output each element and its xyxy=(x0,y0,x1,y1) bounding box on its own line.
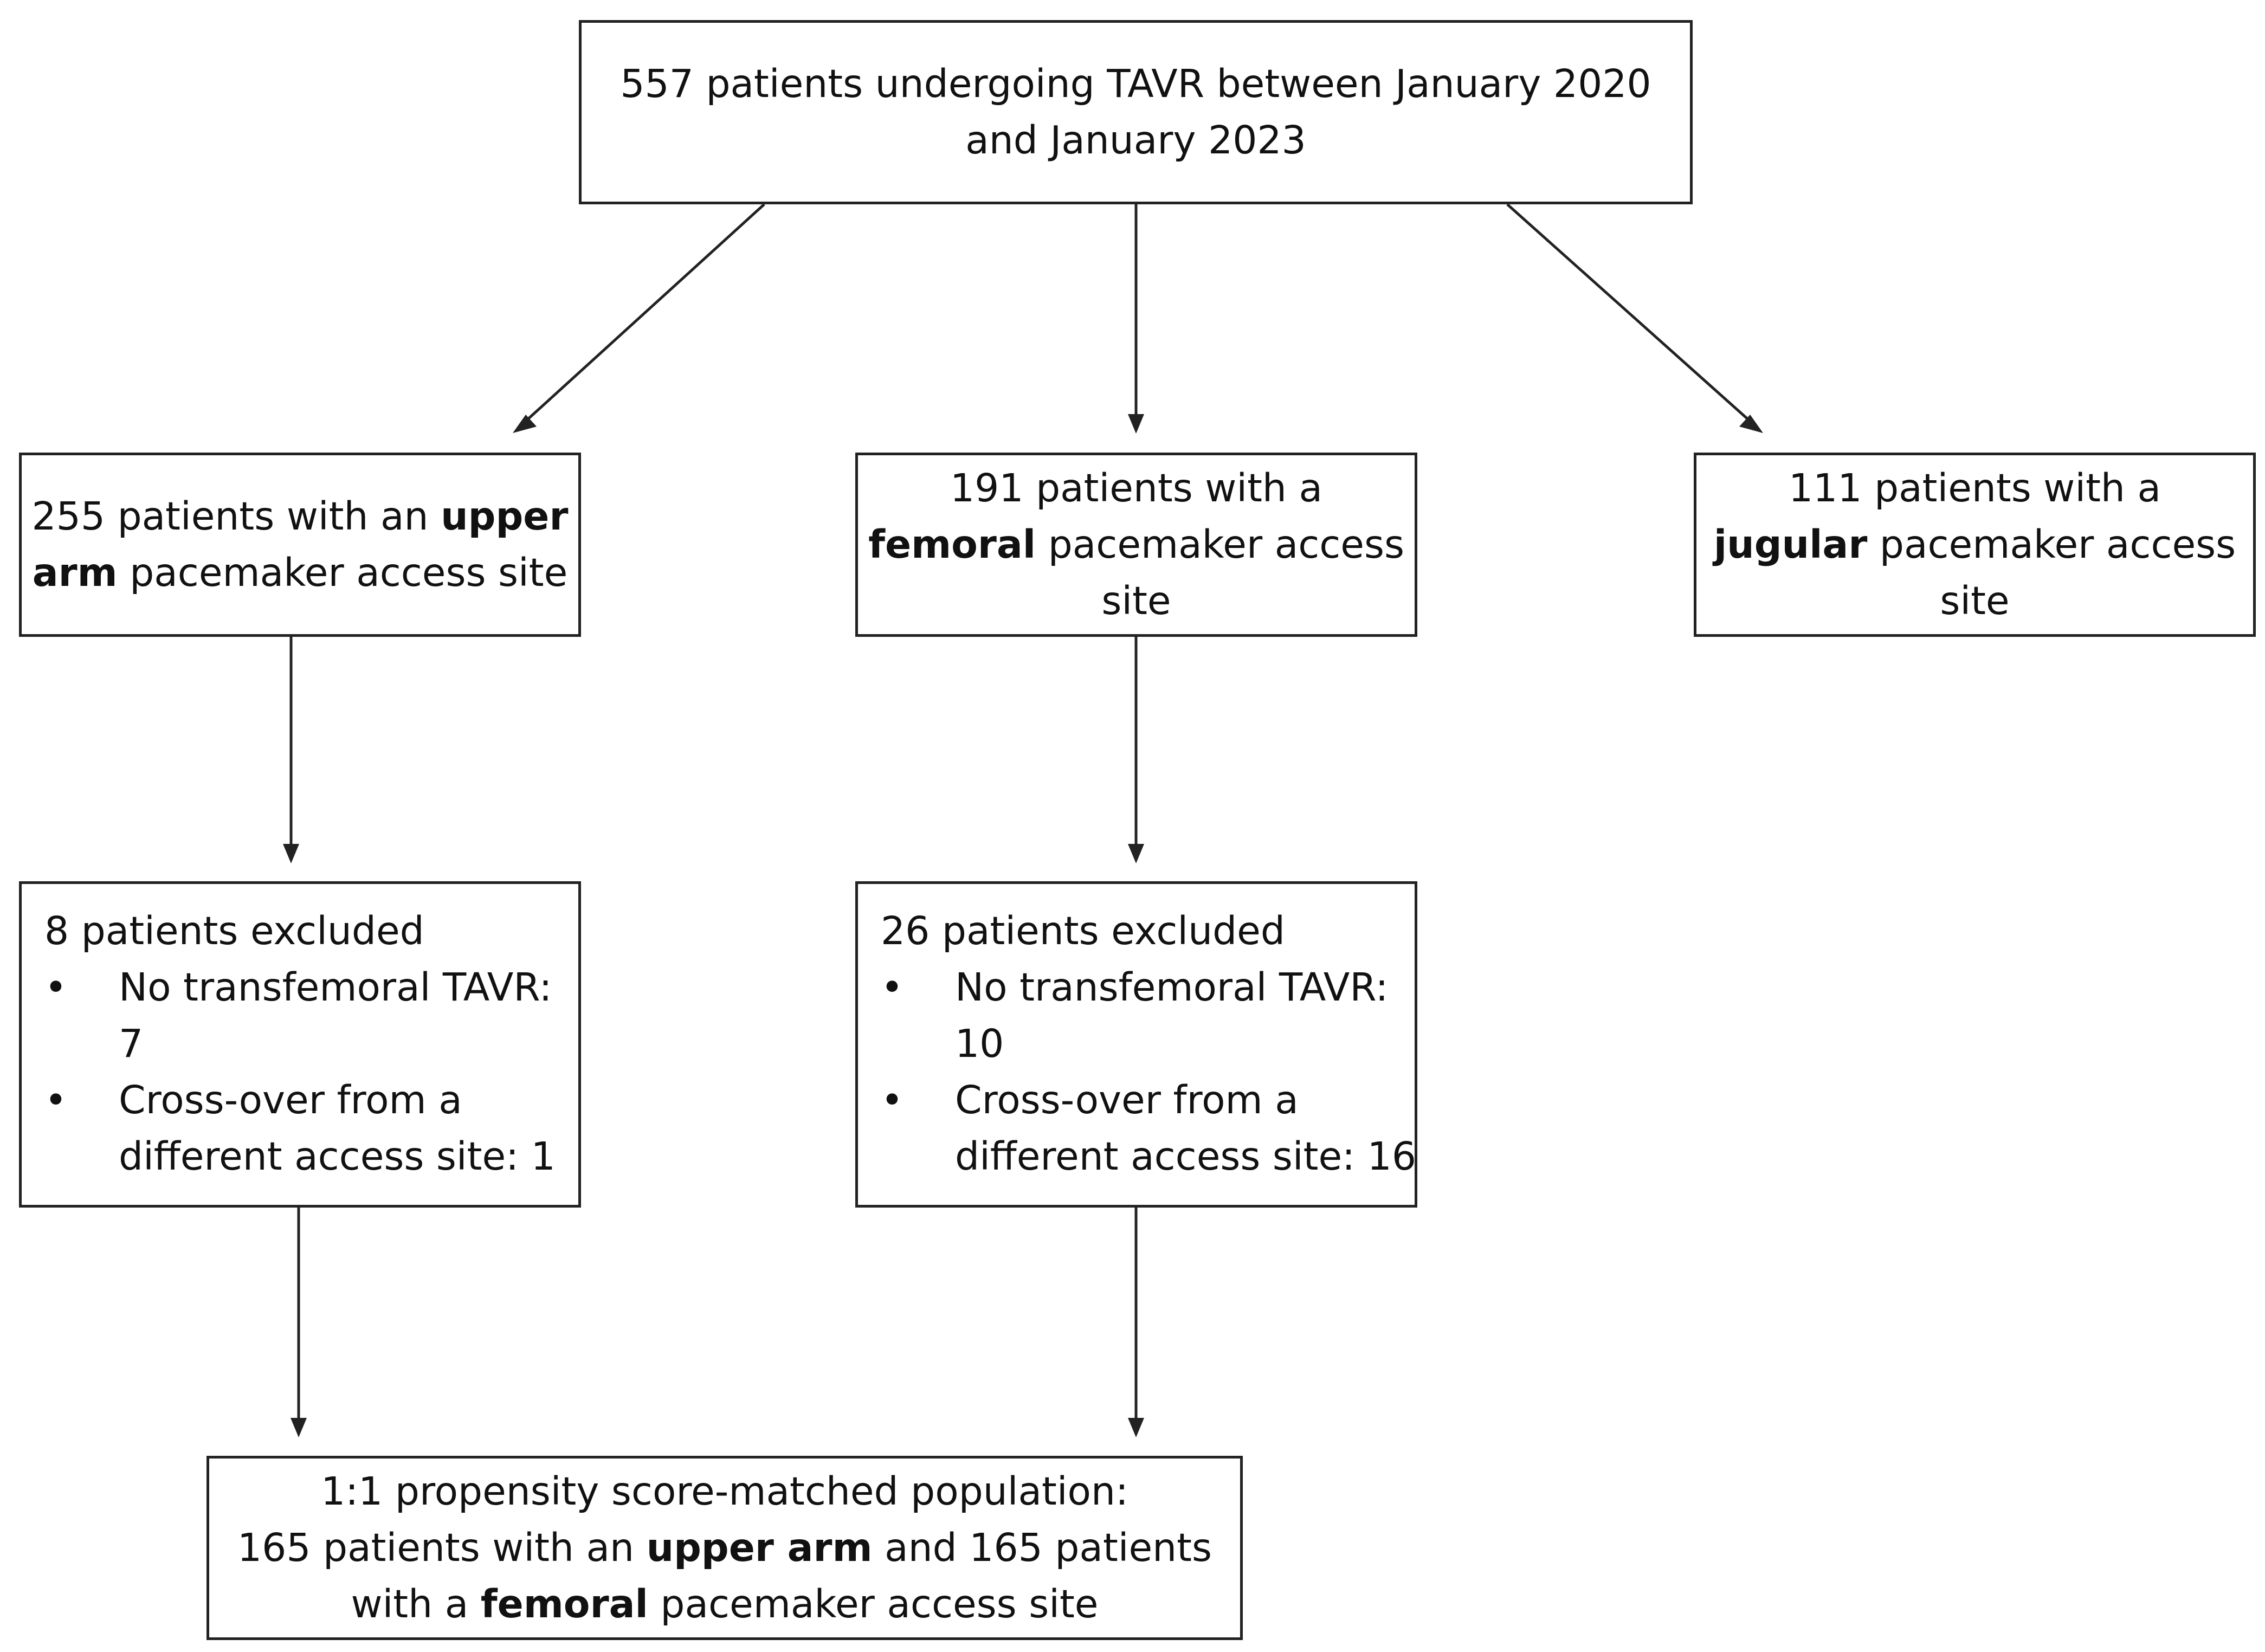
upper-arm-line-1: 255 patients with an upper xyxy=(32,488,569,545)
root-line-1: 557 patients undergoing TAVR between Jan… xyxy=(620,61,1651,106)
jugular-line-2-bold: jugular xyxy=(1713,522,1868,567)
arrow-root-to-upper-arm xyxy=(519,203,765,427)
upper-arm-line-2: arm pacemaker access site xyxy=(33,545,568,601)
arrowhead-femoral-excluded xyxy=(1128,844,1144,863)
matched-line-2-text-a: 165 patients with an xyxy=(237,1525,647,1570)
arrowhead-upper-arm-excluded xyxy=(283,844,299,863)
upper-arm-line-1-text: 255 patients with an xyxy=(31,494,441,539)
femoral-excluded-title: 26 patients excluded xyxy=(881,908,1285,953)
jugular-line-2: jugular pacemaker access xyxy=(1714,517,2236,573)
matched-line-3-text-b: pacemaker access site xyxy=(648,1582,1099,1627)
bullet-icon: • xyxy=(881,1077,904,1122)
matched-line-3-bold: femoral xyxy=(480,1582,648,1627)
femoral-excluded-item-1-line-1: No transfemoral TAVR: xyxy=(955,965,1389,1010)
bullet-icon: • xyxy=(44,1077,67,1122)
arrowhead-jugular xyxy=(1739,415,1763,433)
matched-line-1: 1:1 propensity score-matched population: xyxy=(321,1469,1128,1514)
upper-arm-excluded-title: 8 patients excluded xyxy=(44,908,424,953)
femoral-line-3: site xyxy=(1101,578,1171,623)
femoral-line-2: femoral pacemaker access xyxy=(868,517,1404,573)
upper-arm-excluded-item-2: • Cross-over from a different access sit… xyxy=(44,1072,557,1185)
arrowhead-matched-left xyxy=(291,1418,307,1437)
femoral-line-1: 191 patients with a xyxy=(950,466,1322,511)
femoral-group-box: 191 patients with a femoral pacemaker ac… xyxy=(855,453,1417,637)
root-population-box: 557 patients undergoing TAVR between Jan… xyxy=(579,20,1693,204)
matched-line-3: with a femoral pacemaker access site xyxy=(351,1576,1099,1632)
jugular-line-1: 111 patients with a xyxy=(1788,466,2161,511)
upper-arm-line-1-bold: upper xyxy=(441,494,569,539)
femoral-line-2-text: pacemaker access xyxy=(1036,522,1404,567)
arrow-root-to-jugular xyxy=(1506,203,1757,427)
jugular-line-2-text: pacemaker access xyxy=(1867,522,2236,567)
upper-arm-excluded-item-2-line-2: different access site: 1 xyxy=(119,1134,556,1179)
femoral-excluded-item-2: • Cross-over from a different access sit… xyxy=(881,1072,1416,1185)
root-line-2: and January 2023 xyxy=(965,118,1306,163)
upper-arm-excluded-box: 8 patients excluded • No transfemoral TA… xyxy=(19,881,581,1208)
upper-arm-excluded-item-1-line-2: 7 xyxy=(119,1021,144,1066)
jugular-group-box: 111 patients with a jugular pacemaker ac… xyxy=(1694,453,2256,637)
upper-arm-excluded-item-2-line-1: Cross-over from a xyxy=(119,1077,462,1122)
arrowhead-femoral xyxy=(1128,414,1144,434)
femoral-excluded-item-1-line-2: 10 xyxy=(955,1021,1004,1066)
arrowhead-matched-right xyxy=(1128,1418,1144,1437)
upper-arm-excluded-item-1: • No transfemoral TAVR: 7 xyxy=(44,959,557,1072)
matched-line-3-text-a: with a xyxy=(351,1582,481,1627)
matched-line-2-text-b: and 165 patients xyxy=(872,1525,1212,1570)
femoral-excluded-box: 26 patients excluded • No transfemoral T… xyxy=(855,881,1417,1208)
upper-arm-line-2-bold: arm xyxy=(32,550,118,595)
jugular-line-3: site xyxy=(1940,578,2010,623)
bullet-icon: • xyxy=(44,965,67,1010)
upper-arm-line-2-text: pacemaker access site xyxy=(117,550,568,595)
femoral-excluded-item-2-line-2: different access site: 16 xyxy=(955,1134,1416,1179)
matched-line-2-bold: upper arm xyxy=(646,1525,873,1570)
matched-population-box: 1:1 propensity score-matched population:… xyxy=(207,1456,1243,1640)
bullet-icon: • xyxy=(881,965,904,1010)
upper-arm-excluded-item-1-line-1: No transfemoral TAVR: xyxy=(119,965,552,1010)
femoral-excluded-item-1: • No transfemoral TAVR: 10 xyxy=(881,959,1393,1072)
femoral-line-2-bold: femoral xyxy=(868,522,1036,567)
femoral-excluded-item-2-line-1: Cross-over from a xyxy=(955,1077,1299,1122)
matched-line-2: 165 patients with an upper arm and 165 p… xyxy=(237,1520,1212,1576)
upper-arm-group-box: 255 patients with an upper arm pacemaker… xyxy=(19,453,581,637)
arrowhead-upper-arm xyxy=(513,415,537,433)
